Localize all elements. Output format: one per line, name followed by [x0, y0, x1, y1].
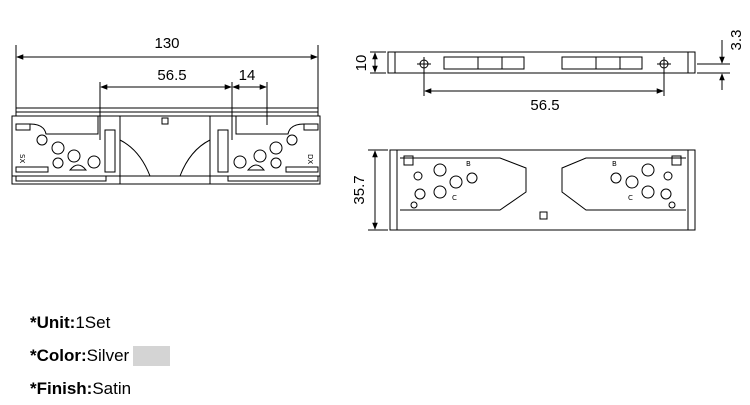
back-dimension-labels: 35.7: [351, 175, 368, 204]
spec-unit: *Unit: 1Set: [30, 306, 170, 339]
dim-130: 130: [154, 35, 179, 52]
back-left-c: C: [452, 194, 457, 202]
technical-drawing: SX DX 130 56.5 14: [11, 30, 745, 231]
dim-front-56-5: 56.5: [157, 67, 186, 84]
front-dimension-labels: 130 56.5 14: [154, 35, 255, 84]
top-view: [370, 40, 730, 96]
front-left-mark: SX: [18, 154, 26, 163]
spec-list: *Unit: 1Set *Color: Silver *Finish: Sati…: [30, 306, 171, 405]
spec-finish-label: *Finish:: [30, 378, 93, 398]
front-right-mark: DX: [306, 154, 314, 164]
spec-unit-value: 1Set: [75, 312, 111, 332]
spec-unit-label: *Unit:: [30, 312, 76, 332]
dim-14: 14: [239, 67, 256, 84]
spec-color: *Color: Silver: [30, 339, 171, 372]
top-dimension-labels: 10 3.3 56.5: [353, 30, 745, 114]
back-left-b: B: [466, 160, 471, 168]
color-swatch: [133, 345, 171, 366]
spec-color-value: Silver: [86, 345, 130, 365]
spec-finish: *Finish: Satin: [30, 372, 170, 405]
back-view: B C B C: [368, 149, 696, 231]
dim-35-7: 35.7: [351, 175, 368, 204]
dim-3-3: 3.3: [728, 30, 745, 51]
back-right-c: C: [628, 194, 633, 202]
dim-10: 10: [353, 55, 370, 72]
spec-color-label: *Color:: [30, 345, 87, 365]
spec-finish-value: Satin: [92, 378, 132, 398]
back-right-b: B: [612, 160, 617, 168]
front-view: SX DX: [11, 45, 321, 185]
dim-top-56-5: 56.5: [530, 97, 559, 114]
